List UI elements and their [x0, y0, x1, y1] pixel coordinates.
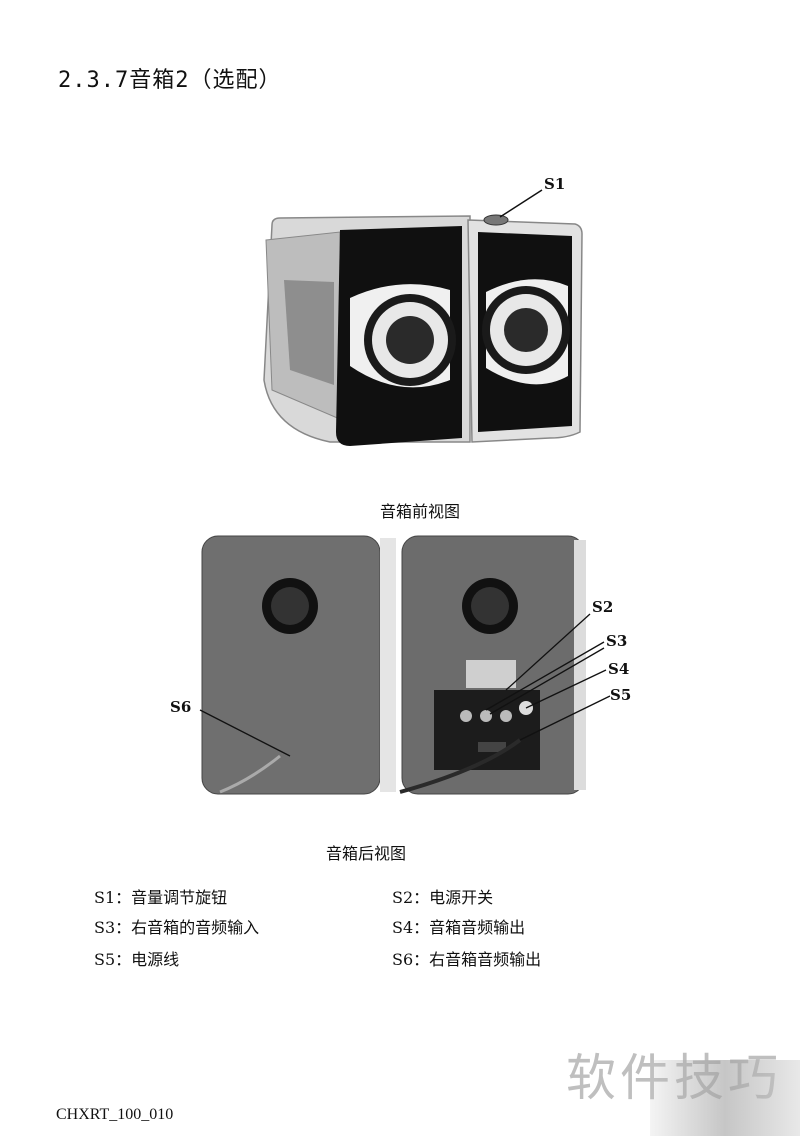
- document-code: CHXRT_100_010: [56, 1106, 174, 1123]
- blur-patch: [650, 1060, 800, 1136]
- legend-s4: S4：音箱音频输出: [392, 918, 526, 937]
- legend-s5: S5：电源线: [94, 950, 180, 969]
- callout-s1: S1: [544, 175, 565, 193]
- legend-s2: S2：电源开关: [392, 888, 494, 907]
- back-view-caption: 音箱后视图: [325, 844, 406, 863]
- front-view-caption: 音箱前视图: [379, 502, 460, 521]
- legend-s1: S1：音量调节旋钮: [94, 888, 228, 907]
- callout-s4: S4: [608, 660, 629, 678]
- legend-s3: S3：右音箱的音频输入: [94, 918, 260, 937]
- callout-s5: S5: [610, 686, 631, 704]
- front-view-figure: S1: [263, 175, 583, 446]
- back-view-figure: S2 S3 S4 S5 S6: [170, 535, 631, 795]
- legend-s6: S6：右音箱音频输出: [392, 950, 542, 969]
- callout-s3: S3: [606, 632, 627, 650]
- volume-knob: [483, 214, 509, 226]
- callout-s6: S6: [170, 698, 191, 716]
- callout-s2: S2: [592, 598, 613, 616]
- section-heading: 2.3.7音箱2（选配）: [58, 68, 282, 93]
